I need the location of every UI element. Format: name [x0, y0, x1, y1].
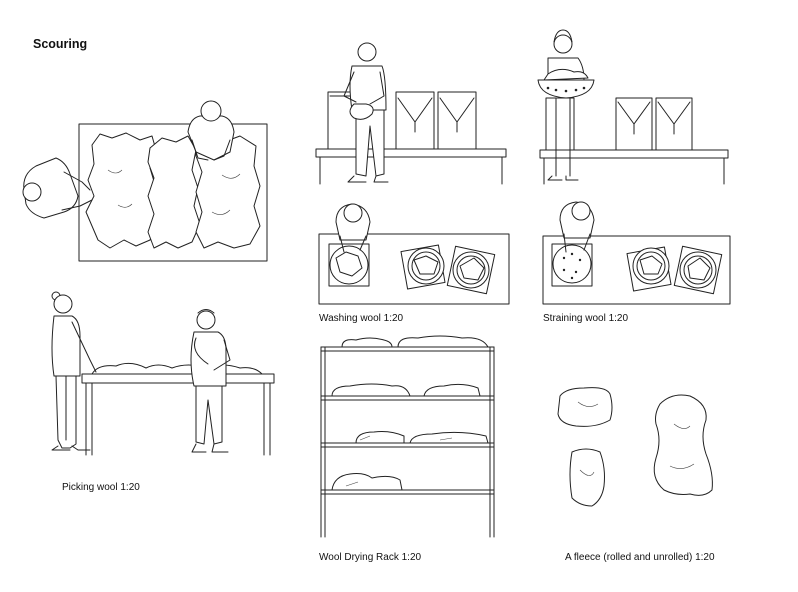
- washing-elevation-drawing: [315, 42, 507, 185]
- picking-caption: Picking wool 1:20: [62, 482, 140, 493]
- drying-rack-drawing: [320, 335, 495, 538]
- fleece-caption: A fleece (rolled and unrolled) 1:20: [565, 552, 715, 563]
- fleece-drawing: [557, 387, 713, 507]
- straining-plan-drawing: [542, 201, 731, 305]
- straining-caption: Straining wool 1:20: [543, 313, 629, 324]
- sheet-title: Scouring: [33, 37, 88, 51]
- straining-elevation-drawing: [537, 29, 729, 185]
- washing-plan-drawing: [318, 203, 510, 305]
- rack-caption: Wool Drying Rack 1:20: [319, 552, 422, 563]
- washing-caption: Washing wool 1:20: [319, 313, 404, 324]
- picking-elevation-drawing: [51, 291, 275, 456]
- picking-plan-drawing: [22, 100, 268, 262]
